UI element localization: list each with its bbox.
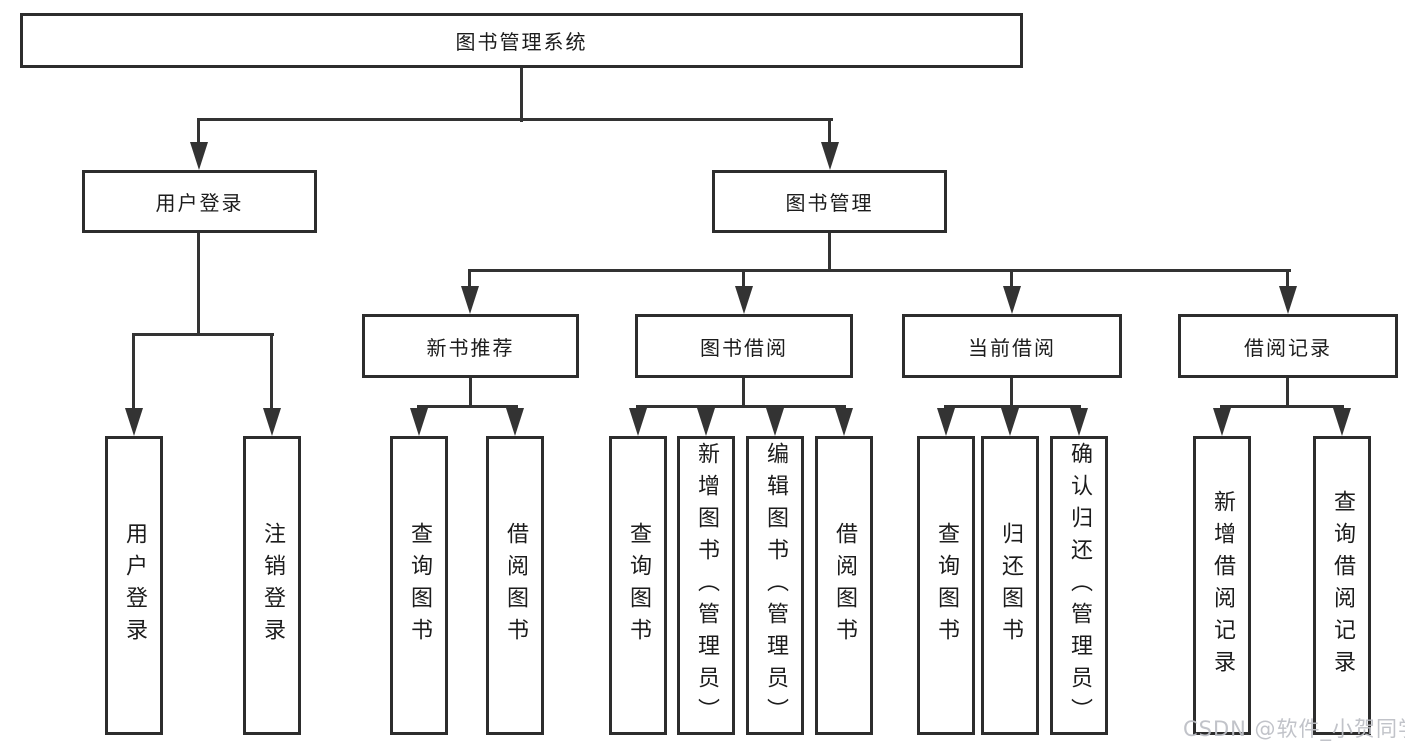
leaf-label: 借阅图书	[832, 521, 857, 650]
connector-book-management-stem	[828, 233, 831, 272]
node-book-borrowing: 图书借阅	[635, 314, 853, 378]
leaf-label: 查询图书	[407, 521, 432, 650]
arrowhead-add-record	[1213, 408, 1231, 436]
arrowhead-new-book	[461, 286, 479, 314]
leaf-add-book-admin: 新增图书（管理员）	[677, 436, 735, 735]
arrowhead-leaf-login	[125, 408, 143, 436]
arrowhead-add-book	[697, 408, 715, 436]
leaf-label: 注销登录	[260, 521, 285, 650]
leaf-borrow-books-2: 借阅图书	[815, 436, 873, 735]
connector-drop-new-book	[468, 269, 471, 290]
connector-new-book-rail	[417, 405, 518, 408]
arrowhead-return-books	[1001, 408, 1019, 436]
leaf-label: 归还图书	[998, 521, 1023, 650]
arrowhead-query-record	[1333, 408, 1351, 436]
node-new-book-recommendation: 新书推荐	[362, 314, 579, 378]
leaf-query-borrow-record: 查询借阅记录	[1313, 436, 1371, 735]
leaf-user-login: 用户登录	[105, 436, 163, 735]
leaf-label: 查询图书	[934, 521, 959, 650]
connector-drop-user-login	[197, 118, 200, 145]
connector-drop-book-management	[828, 118, 831, 145]
leaf-label: 借阅图书	[503, 521, 528, 650]
connector-drop-current	[1010, 269, 1013, 290]
connector-drop-borrowing	[742, 269, 745, 290]
leaf-query-books-2: 查询图书	[609, 436, 667, 735]
leaf-edit-book-admin: 编辑图书（管理员）	[746, 436, 804, 735]
connector-level3-rail	[468, 269, 1291, 272]
node-current-borrowing: 当前借阅	[902, 314, 1122, 378]
leaf-label: 编辑图书（管理员）	[763, 441, 788, 730]
leaf-label: 确认归还（管理员）	[1067, 441, 1092, 730]
connector-current-rail	[944, 405, 1081, 408]
arrowhead-query-books-1	[410, 408, 428, 436]
leaf-return-books: 归还图书	[981, 436, 1039, 735]
leaf-logout: 注销登录	[243, 436, 301, 735]
arrowhead-confirm-return	[1070, 408, 1088, 436]
leaf-query-books-3: 查询图书	[917, 436, 975, 735]
connector-user-login-stem	[197, 233, 200, 336]
leaf-add-borrow-record: 新增借阅记录	[1193, 436, 1251, 735]
connector-user-login-rail	[132, 333, 274, 336]
connector-borrowing-rail	[636, 405, 846, 408]
connector-drop-leaf-login	[132, 333, 135, 410]
leaf-confirm-return-admin: 确认归还（管理员）	[1050, 436, 1108, 735]
leaf-query-books-1: 查询图书	[390, 436, 448, 735]
connector-borrowing-stem	[742, 378, 745, 408]
connector-records-stem	[1286, 378, 1289, 408]
arrowhead-book-management	[821, 142, 839, 170]
node-borrowing-records: 借阅记录	[1178, 314, 1398, 378]
arrowhead-query-books-3	[937, 408, 955, 436]
connector-current-stem	[1010, 378, 1013, 408]
leaf-label: 新增图书（管理员）	[694, 441, 719, 730]
connector-drop-records	[1286, 269, 1289, 290]
connector-new-book-stem	[469, 378, 472, 408]
arrowhead-borrowing	[735, 286, 753, 314]
leaf-label: 查询借阅记录	[1330, 489, 1355, 682]
arrowhead-borrow-books-2	[835, 408, 853, 436]
csdn-watermark: CSDN @软件_小贺同学	[1183, 717, 1405, 741]
leaf-label: 用户登录	[122, 521, 147, 650]
connector-root-stem	[520, 68, 523, 122]
leaf-borrow-books-1: 借阅图书	[486, 436, 544, 735]
leaf-label: 查询图书	[626, 521, 651, 650]
arrowhead-leaf-logout	[263, 408, 281, 436]
connector-records-rail	[1220, 405, 1344, 408]
node-book-management: 图书管理	[712, 170, 947, 233]
arrowhead-records	[1279, 286, 1297, 314]
node-library-system: 图书管理系统	[20, 13, 1023, 68]
leaf-label: 新增借阅记录	[1210, 489, 1235, 682]
connector-drop-leaf-logout	[270, 333, 273, 410]
connector-root-rail	[197, 118, 833, 121]
arrowhead-user-login	[190, 142, 208, 170]
arrowhead-current	[1003, 286, 1021, 314]
arrowhead-edit-book	[766, 408, 784, 436]
arrowhead-query-books-2	[629, 408, 647, 436]
node-user-login: 用户登录	[82, 170, 317, 233]
arrowhead-borrow-books-1	[506, 408, 524, 436]
